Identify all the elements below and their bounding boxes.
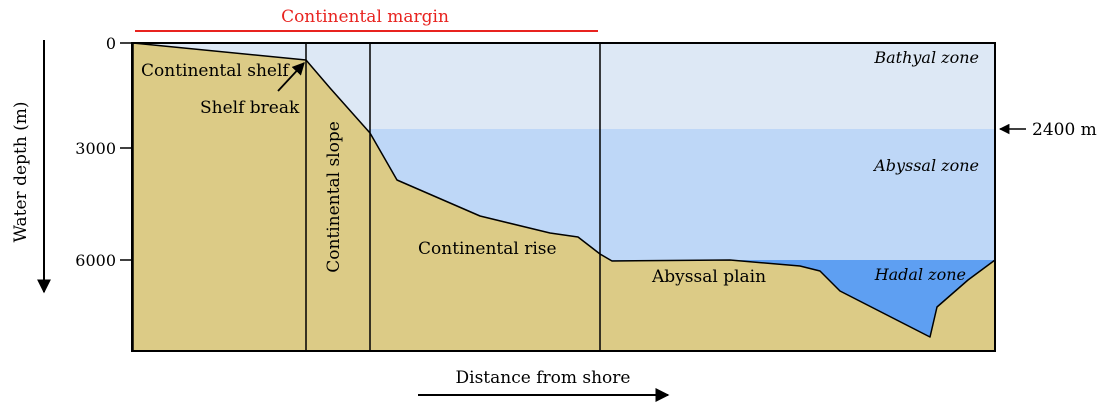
shelf-break-label: Shelf break [200, 98, 300, 118]
hadal-zone-label: Hadal zone [874, 265, 966, 284]
abyssal-plain-label: Abyssal plain [651, 267, 766, 287]
depth-axis-label: Water depth (m) [11, 102, 31, 243]
continental-slope-label: Continental slope [324, 121, 344, 273]
shelf-break-arrow [277, 62, 305, 92]
tick-label-3000: 3000 [75, 139, 116, 158]
continental-margin-label: Continental margin [281, 7, 449, 27]
label-2400m: 2400 m [1032, 120, 1097, 140]
abyssal-zone-label: Abyssal zone [872, 156, 979, 175]
diagram-frame [131, 42, 996, 352]
tick-label-6000: 6000 [75, 251, 116, 270]
continental-rise-label: Continental rise [418, 239, 557, 259]
seafloor [132, 42, 996, 352]
tick-label-0: 0 [106, 34, 116, 53]
bathyal-zone-label: Bathyal zone [873, 48, 979, 67]
distance-axis-label: Distance from shore [456, 368, 631, 388]
continental-shelf-label: Continental shelf [141, 61, 290, 81]
